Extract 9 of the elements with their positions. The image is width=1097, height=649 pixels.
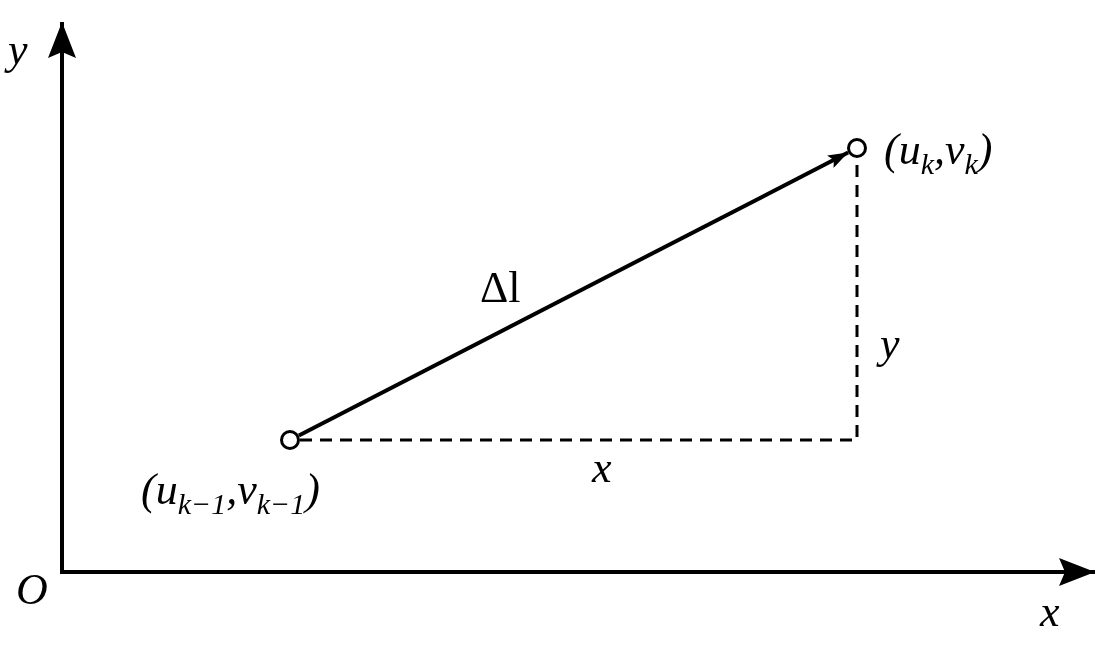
axis-label: O <box>15 568 49 612</box>
coordinate-label: (u$_{k}$,v$_{k}$) <box>883 128 994 179</box>
point-marker <box>847 138 867 158</box>
axis-label: x <box>590 446 613 490</box>
axis-label: x <box>1038 590 1061 634</box>
axis-label: y <box>874 322 906 366</box>
point-marker <box>280 430 300 450</box>
coordinate-label: (u$_{k−1}$,v$_{k−1}$) <box>140 468 321 519</box>
axis-label: y <box>2 28 34 72</box>
